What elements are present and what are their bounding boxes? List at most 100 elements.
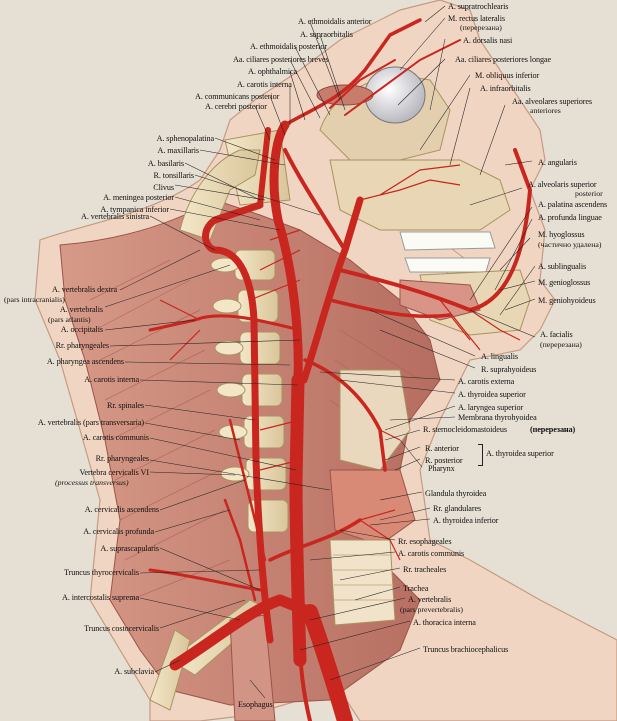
lingualis	[328, 298, 452, 319]
label-facialis: A. facialis	[540, 330, 573, 339]
label-sphenopalatina: A. sphenopalatina	[156, 134, 215, 143]
label-truncus-brachiocephalicus: Truncus brachiocephalicus	[423, 645, 509, 654]
label-sternocleidomastoideus: R. sternocleidomastoideus	[423, 425, 507, 434]
label-cerebri-posterior: A. cerebri posterior	[205, 102, 267, 111]
label-communicans-posterior: A. communicans posterior	[195, 92, 280, 101]
lower-teeth	[404, 257, 491, 273]
label-dorsalis-nasi: A. dorsalis nasi	[463, 36, 513, 45]
subclavia	[169, 594, 316, 671]
thoracica-interna	[298, 638, 312, 721]
label-alveolares-sup-ant: Aa. alveolares superiores	[512, 97, 593, 106]
trachea-shape	[329, 539, 396, 626]
label-rr-spinales: Rr. spinales	[106, 401, 144, 410]
label-glandula-thyroidea: Glandula thyroidea	[425, 489, 487, 498]
leader-lines	[104, 5, 536, 699]
label-tympanica-inferior: A. tympanica inferior	[100, 205, 169, 214]
arteries	[148, 18, 532, 721]
carotis-communis	[289, 373, 307, 667]
brachiocephalicus	[302, 604, 353, 721]
label-hyoglossus: M. hyoglossus	[538, 230, 585, 239]
label-intercostalis-suprema: A. intercostalis suprema	[62, 593, 139, 602]
label-suprascapularis: A. suprascapularis	[100, 544, 159, 553]
label-angularis: A. angularis	[538, 158, 577, 167]
skull-base	[179, 149, 261, 241]
label-vertebra-c6-2: (processus transversus)	[55, 478, 129, 487]
suprascapularis	[148, 568, 262, 592]
label-laryngea-superior: A. laryngea superior	[458, 403, 524, 412]
maxilla	[329, 159, 511, 231]
label-rr-pharyngeales-2: Rr. pharyngeales	[95, 454, 150, 463]
label-thoracica-interna: A. thoracica interna	[413, 618, 476, 627]
label-sublingualis: A. sublingualis	[538, 262, 587, 271]
label-supraorbitalis: A. supraorbitalis	[300, 30, 353, 39]
label-alveolaris-sup-post-2: posterior	[575, 189, 603, 198]
label-ethmoidalis-posterior: A. ethmoidalis posterior	[250, 42, 327, 51]
label-meningea-posterior: A. meningea posterior	[103, 193, 174, 202]
ophthalmica	[283, 18, 422, 127]
label-ethmoidalis-anterior: A. ethmoidalis anterior	[298, 17, 372, 26]
label-obliquus-inferior: M. obliquus inferior	[475, 71, 540, 80]
label-clivus: Clivus	[153, 183, 174, 192]
label-ciliares-post-breves: Aa. ciliares posteriores breves	[233, 55, 329, 64]
label-hyoglossus-note: (частично удалена)	[538, 240, 602, 249]
label-alveolares-sup-ant-2: anteriores	[530, 106, 561, 115]
basilaris	[257, 127, 271, 208]
label-vertebralis-atlantis: A. vertebralis	[59, 305, 103, 314]
label-thyroidea-sup-brace: A. thyroidea superior	[486, 449, 554, 458]
label-subclavia: A. subclavia	[114, 667, 154, 676]
label-carotis-communis-r: A. carotis communis	[398, 549, 465, 558]
label-rectus-lateralis-note: (перерезана)	[460, 23, 502, 32]
eyeball	[364, 66, 426, 124]
label-truncus-costocervicalis: Truncus costocervicalis	[84, 624, 159, 633]
label-genioglossus: M. genioglossus	[538, 278, 591, 287]
transverse-processes	[210, 257, 250, 482]
label-rectus-lateralis: M. rectus lateralis	[448, 14, 505, 23]
label-carotis-interna-left: A. carotis interna	[84, 375, 139, 384]
label-occipitalis: A. occipitalis	[60, 325, 103, 334]
label-esophagus: Esophagus	[238, 700, 273, 709]
label-vertebralis-sinistra: A. vertebralis sinistra	[81, 212, 149, 221]
label-vertebralis-dextra: A. vertebralis dextra	[52, 285, 117, 294]
label-vertebralis-prevert-2: (pars prevertebralis)	[400, 605, 463, 614]
label-vertebralis-transv: A. vertebralis (pars transversaria)	[37, 418, 144, 427]
fine-branches	[159, 164, 521, 561]
thyroidea-inferior	[268, 518, 362, 562]
label-carotis-communis-l: A. carotis communis	[82, 433, 149, 442]
label-carotis-externa: A. carotis externa	[458, 377, 515, 386]
label-vertebralis-dextra-2: (pars intracranialis)	[4, 295, 65, 304]
label-thyroidea-superior: A. thyroidea superior	[458, 390, 526, 399]
label-supratrochlearis: A. supratrochlearis	[448, 2, 509, 11]
label-geniohyoideus: M. geniohyoideus	[538, 296, 596, 305]
label-rr-glandulares: Rr. glandulares	[433, 504, 482, 513]
upper-teeth	[399, 231, 496, 251]
label-infraorbitalis: A. infraorbitalis	[480, 84, 531, 93]
label-truncus-thyrocervicalis: Truncus thyrocervicalis	[64, 568, 139, 577]
label-trachea: Trachea	[403, 584, 429, 593]
vertebralis	[202, 201, 274, 644]
label-carotis-interna-top: A. carotis interna	[237, 80, 292, 89]
label-rr-pharyngeales-1: Rr. pharyngeales	[55, 341, 110, 350]
label-sternocleidomastoideus-note: (перерезана)	[530, 425, 576, 434]
label-ophthalmica: A. ophthalmica	[248, 67, 298, 76]
label-basilaris: A. basilaris	[147, 159, 184, 168]
label-profunda-linguae: A. profunda linguae	[538, 213, 602, 222]
cervicalis-profunda	[223, 498, 257, 602]
label-membrana-thyrohyoidea: Membrana thyrohyoidea	[458, 413, 537, 422]
label-pharynx: Pharynx	[428, 464, 455, 473]
label-rr-esophageales: Rr. esophageales	[398, 537, 452, 546]
label-tonsillaris: R. tonsillaris	[153, 171, 195, 180]
label-cervicalis-profunda: A. cervicalis profunda	[83, 527, 154, 536]
label-rr-tracheales: Rr. tracheales	[403, 565, 447, 574]
label-palatina-ascendens: A. palatina ascendens	[538, 200, 608, 209]
label-r-posterior: R. posterior	[425, 456, 463, 465]
label-suprahyoideus: R. suprahyoideus	[481, 365, 537, 374]
maxillaris	[283, 148, 347, 252]
label-maxillaris: A. maxillaris	[157, 146, 200, 155]
label-facialis-note: (перерезана)	[540, 340, 582, 349]
carotis-interna	[269, 120, 303, 385]
label-lingualis: A. lingualis	[481, 352, 519, 361]
label-vertebralis-atlantis-2: (pars atlantis)	[48, 315, 91, 324]
label-ciliares-post-longae: Aa. ciliares posteriores longae	[455, 55, 552, 64]
